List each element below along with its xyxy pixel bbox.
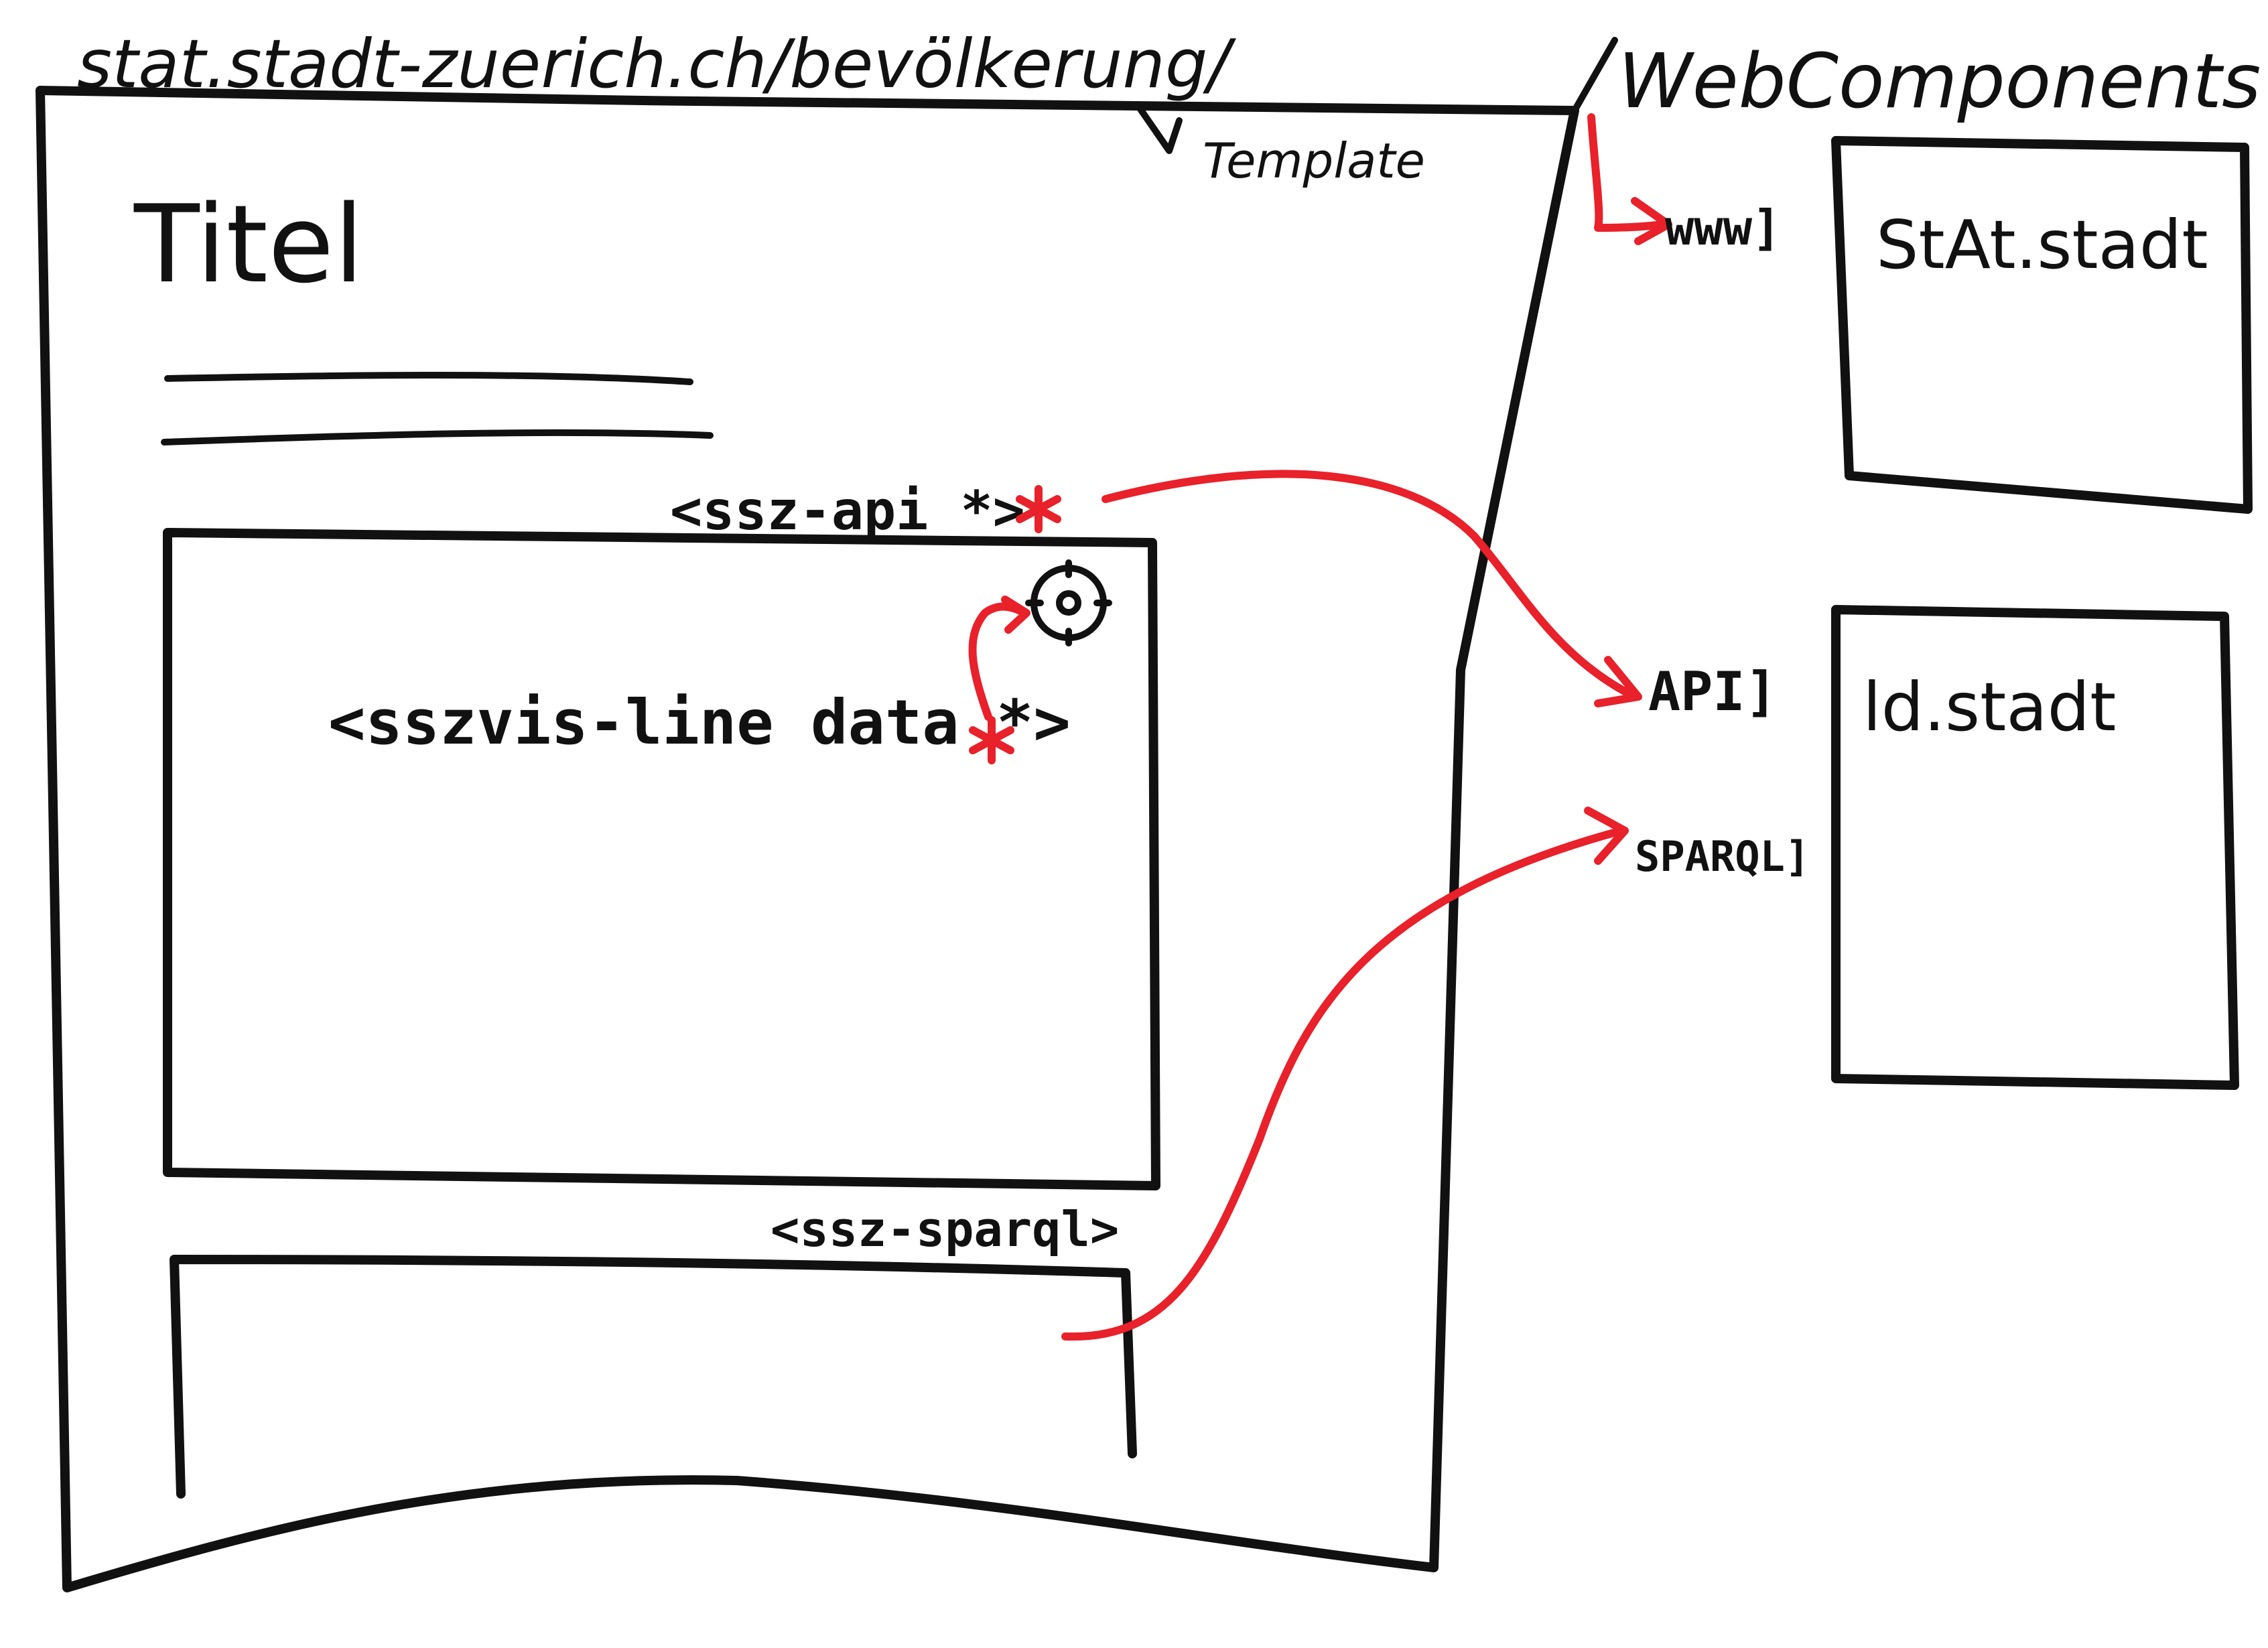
text-line-2 (161, 429, 714, 445)
webcomponents-heading: WebComponents (1618, 38, 2261, 125)
page-title: Titel (133, 182, 364, 307)
sparql-to-webcomponent-arrowhead (1584, 807, 1629, 865)
chart-box (163, 528, 1160, 1190)
template-label: Template (1203, 133, 1425, 189)
ssz-api-tag: <ssz-api *> (670, 480, 1025, 542)
stat-stadt-label: StAt.stadt (1876, 206, 2208, 284)
sparql-label: SPARQL] (1635, 832, 1810, 881)
sparql-box (170, 1255, 1137, 1499)
text-line-1 (164, 372, 693, 385)
ld-stadt-box (1831, 605, 2239, 1090)
sparql-to-webcomponent-arrow (1061, 827, 1625, 1341)
page-template-frame (36, 86, 1579, 1592)
gear-icon (1025, 559, 1112, 646)
data-to-gear-arrowhead (1001, 596, 1030, 634)
www-label: www] (1665, 200, 1781, 256)
stat-stadt-box (1831, 136, 2253, 514)
api-asterisk-icon (1016, 485, 1061, 533)
url-pointer-line (1136, 104, 1183, 154)
ssz-sparql-tag: <ssz-sparql> (771, 1201, 1119, 1257)
api-label: API] (1648, 661, 1778, 723)
data-to-gear-arrow (968, 602, 1029, 721)
template-to-www-arrowhead (1631, 197, 1672, 245)
line-asterisk-icon (969, 716, 1014, 764)
sszvis-line-tag: <sszvis-line data *> (328, 687, 1071, 758)
api-to-webcomponent-arrowhead (1594, 656, 1642, 707)
api-to-webcomponent-arrow (1102, 470, 1639, 701)
webcomponents-divider (1571, 37, 1618, 114)
ld-stadt-label: ld.stadt (1863, 668, 2116, 746)
